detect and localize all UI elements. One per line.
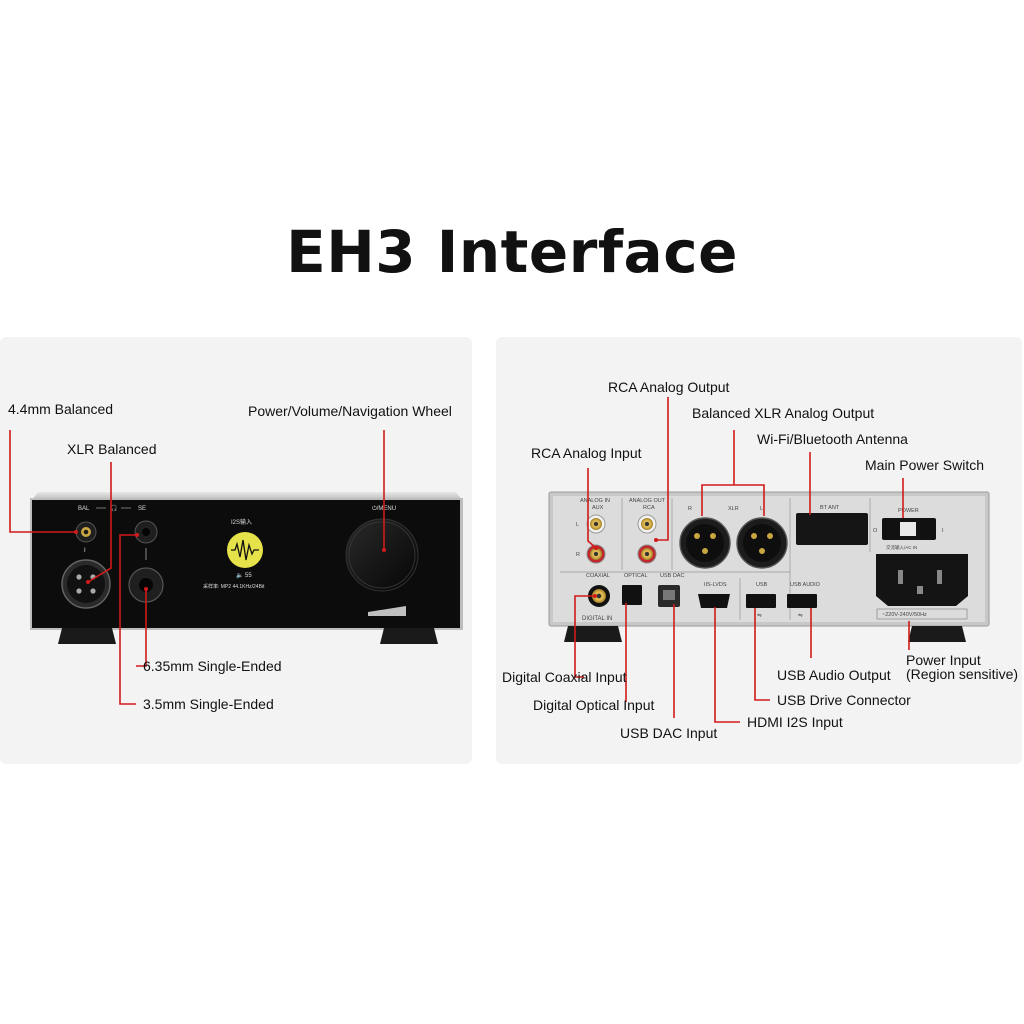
front-foot-right	[380, 628, 438, 644]
display-input-name: I2S输入	[231, 518, 252, 526]
usb-tag: USB	[756, 582, 768, 588]
jack-4-4mm[interactable]	[75, 521, 97, 543]
usb-drive-port[interactable]	[746, 594, 776, 608]
aux-tag: AUX	[592, 505, 604, 511]
svg-text:O: O	[873, 528, 878, 534]
label-4-4mm-balanced: 4.4mm Balanced	[8, 401, 113, 417]
front-display: I2S输入 🔈 55 采样率: MP2 44.1KHz/24Bit	[203, 518, 265, 590]
back-callouts	[574, 397, 910, 723]
svg-text:I: I	[942, 528, 944, 534]
label-hdmi-i2s-input: HDMI I2S Input	[747, 714, 843, 730]
label-antenna: Wi-Fi/Bluetooth Antenna	[757, 431, 908, 447]
front-device: BAL 🎧 SE I	[30, 492, 463, 644]
xlr-l-tag: L	[760, 506, 763, 512]
label-6-35mm: 6.35mm Single-Ended	[143, 658, 282, 674]
label-usb-drive: USB Drive Connector	[777, 692, 911, 708]
label-usb-audio-output: USB Audio Output	[777, 667, 891, 683]
page-title: EH3 Interface	[286, 218, 738, 286]
rca-output-left[interactable]	[637, 514, 657, 534]
power-tag: POWER	[898, 508, 919, 514]
label-rca-analog-input: RCA Analog Input	[531, 445, 642, 461]
usb-audio-tag: USB AUDIO	[790, 582, 821, 588]
back-foot-right	[908, 626, 966, 642]
label-rca-analog-output: RCA Analog Output	[608, 379, 730, 395]
coaxial-tag: COAXIAL	[586, 573, 610, 579]
back-device: ANALOG IN AUX ANALOG OUT RCA R XLR L L R…	[548, 491, 990, 642]
label-xlr-analog-output: Balanced XLR Analog Output	[692, 405, 874, 421]
label-coaxial-input: Digital Coaxial Input	[502, 669, 627, 685]
jack-6-35mm[interactable]	[128, 567, 164, 603]
jack-xlr-balanced[interactable]	[61, 559, 111, 609]
analog-in-tag: ANALOG IN	[580, 498, 610, 504]
analog-out-tag: ANALOG OUT	[629, 498, 666, 504]
digital-in-tag: DIGITAL IN	[582, 616, 612, 622]
xlr-output-right[interactable]	[679, 517, 731, 569]
hdmi-i2s-port[interactable]	[698, 594, 730, 608]
usb-audio-port[interactable]	[787, 594, 817, 608]
label-power-input: Power Input	[906, 652, 981, 668]
iis-lvds-tag: IIS-LVDS	[704, 582, 727, 588]
voltage-tag: ~220V-240V/50Hz	[882, 612, 927, 618]
rca-r-tag: R	[576, 552, 580, 558]
usb-symbol-icon-2: ⇋	[798, 613, 803, 619]
display-sample-rate: 采样率: MP2 44.1KHz/24Bit	[203, 583, 265, 590]
xlr-output-left[interactable]	[736, 517, 788, 569]
optical-tag: OPTICAL	[624, 573, 648, 579]
optical-input-port[interactable]	[622, 585, 642, 605]
jack-3-5mm[interactable]	[134, 520, 158, 544]
display-volume: 55	[245, 573, 252, 579]
xlr-tag: XLR	[728, 506, 739, 512]
usb-dac-tag: USB DAC	[660, 573, 684, 579]
front-foot-left	[58, 628, 116, 644]
rca-tag: RCA	[643, 505, 655, 511]
rca-input-left[interactable]	[586, 514, 606, 534]
ac-in-tag: 交流输入/AC IN	[886, 544, 917, 551]
volume-knob[interactable]	[345, 518, 419, 592]
label-power-switch: Main Power Switch	[865, 457, 984, 473]
coaxial-input-jack[interactable]	[588, 585, 610, 607]
label-xlr-balanced: XLR Balanced	[67, 441, 157, 457]
ac-power-inlet[interactable]	[876, 554, 968, 606]
front-callouts	[9, 430, 386, 705]
bal-device-label: BAL	[78, 506, 90, 512]
speaker-icon: 🔈	[236, 572, 243, 579]
rca-l-tag: L	[576, 522, 579, 528]
bt-ant-tag: BT ANT	[820, 505, 840, 511]
label-navigation-wheel: Power/Volume/Navigation Wheel	[248, 403, 452, 419]
label-power-input-note: (Region sensitive)	[906, 666, 1018, 682]
antenna-port[interactable]	[796, 513, 868, 545]
se-device-label: SE	[138, 506, 146, 512]
label-3-5mm: 3.5mm Single-Ended	[143, 696, 274, 712]
usb-dac-port[interactable]	[658, 585, 680, 607]
label-usb-dac-input: USB DAC Input	[620, 725, 717, 741]
label-optical-input: Digital Optical Input	[533, 697, 655, 713]
back-foot-left	[564, 626, 622, 642]
usb-symbol-icon: ⇋	[757, 613, 762, 619]
svg-text:I: I	[84, 548, 86, 554]
rca-output-right[interactable]	[637, 544, 657, 564]
rca-input-right[interactable]	[586, 544, 606, 564]
xlr-r-tag: R	[688, 506, 692, 512]
headphone-icon: 🎧	[110, 504, 117, 512]
